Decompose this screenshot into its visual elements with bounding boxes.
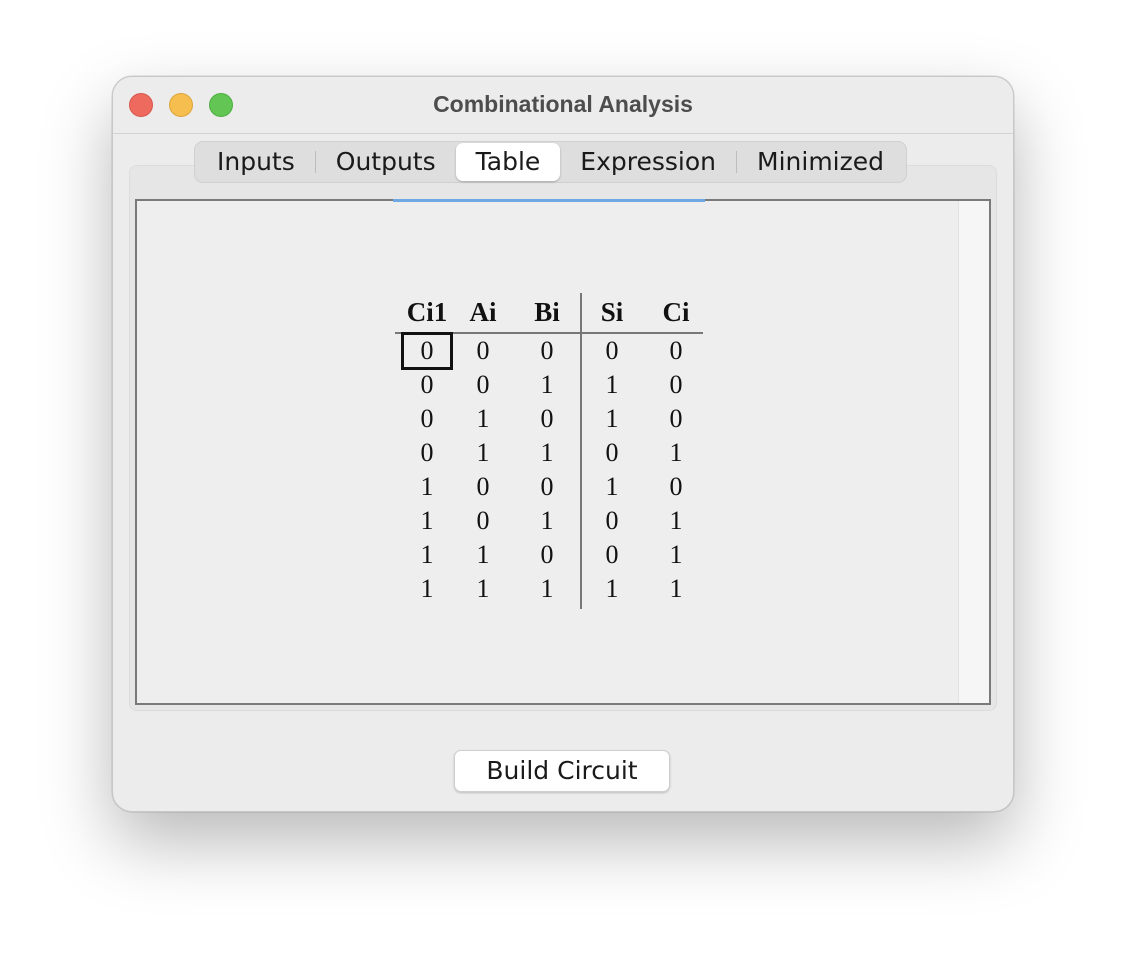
- vertical-scrollbar[interactable]: [958, 201, 989, 703]
- input-cell-ai: 1: [476, 540, 490, 569]
- minimize-window-button[interactable]: [169, 93, 193, 117]
- input-cell-ci1: 1: [420, 574, 434, 603]
- input-cell-ai: 0: [476, 506, 490, 535]
- output-cell-ci[interactable]: 0: [669, 472, 683, 501]
- input-cell-bi: 0: [540, 404, 554, 433]
- output-cell-si[interactable]: 0: [605, 438, 619, 467]
- tab-expression[interactable]: Expression: [580, 147, 717, 176]
- header-input-ci1[interactable]: Ci1: [406, 297, 448, 327]
- tab-bar: Inputs Outputs Table Expression Minimize…: [194, 141, 907, 183]
- tab-separator: [314, 151, 316, 173]
- build-circuit-button[interactable]: Build Circuit: [454, 750, 670, 792]
- input-cell-bi: 1: [540, 506, 554, 535]
- input-cell-ci1: 0: [420, 370, 434, 399]
- output-cell-si[interactable]: 1: [605, 370, 619, 399]
- header-output-si[interactable]: Si: [600, 297, 624, 327]
- input-cell-ai: 0: [476, 370, 490, 399]
- output-cell-ci[interactable]: 1: [669, 438, 683, 467]
- output-cell-ci[interactable]: 0: [669, 336, 683, 365]
- tab-inputs[interactable]: Inputs: [217, 147, 295, 176]
- header-output-ci[interactable]: Ci: [662, 297, 690, 327]
- input-cell-bi: 1: [540, 370, 554, 399]
- output-cell-si[interactable]: 0: [605, 540, 619, 569]
- input-cell-bi: 0: [540, 336, 554, 365]
- output-cell-si[interactable]: 1: [605, 472, 619, 501]
- input-cell-ci1: 1: [420, 472, 434, 501]
- input-cell-ci1: 0: [401, 332, 453, 370]
- input-cell-ci1: 0: [420, 438, 434, 467]
- focus-indicator: [393, 199, 705, 202]
- tab-outputs[interactable]: Outputs: [335, 147, 436, 176]
- output-cell-si[interactable]: 0: [605, 506, 619, 535]
- input-cell-bi: 1: [540, 574, 554, 603]
- input-cell-ai: 1: [476, 438, 490, 467]
- input-cell-ai: 1: [476, 404, 490, 433]
- header-input-bi[interactable]: Bi: [534, 297, 560, 327]
- output-cell-ci[interactable]: 1: [669, 574, 683, 603]
- output-cell-ci[interactable]: 1: [669, 540, 683, 569]
- input-cell-ci1: 1: [420, 540, 434, 569]
- input-cell-ai: 0: [476, 472, 490, 501]
- tab-separator: [736, 151, 738, 173]
- output-cell-ci[interactable]: 0: [669, 370, 683, 399]
- header-underline: [395, 332, 703, 334]
- output-cell-si[interactable]: 1: [605, 404, 619, 433]
- input-cell-bi: 0: [540, 540, 554, 569]
- combinational-analysis-window: Combinational Analysis Inputs Outputs Ta…: [112, 76, 1014, 812]
- input-cell-ci1: 0: [420, 404, 434, 433]
- input-cell-bi: 0: [540, 472, 554, 501]
- output-cell-ci[interactable]: 1: [669, 506, 683, 535]
- title-bar: Combinational Analysis: [113, 77, 1013, 134]
- window-title: Combinational Analysis: [433, 91, 693, 117]
- output-cell-si[interactable]: 1: [605, 574, 619, 603]
- input-output-divider: [580, 293, 582, 609]
- input-cell-ci1: 1: [420, 506, 434, 535]
- input-cell-bi: 1: [540, 438, 554, 467]
- header-input-ai[interactable]: Ai: [469, 297, 497, 327]
- tab-minimized[interactable]: Minimized: [757, 147, 884, 176]
- input-cell-ai: 1: [476, 574, 490, 603]
- close-window-button[interactable]: [129, 93, 153, 117]
- output-cell-si[interactable]: 0: [605, 336, 619, 365]
- input-cell-ai: 0: [476, 336, 490, 365]
- tab-table[interactable]: Table: [455, 143, 561, 181]
- output-cell-ci[interactable]: 0: [669, 404, 683, 433]
- maximize-window-button[interactable]: [209, 93, 233, 117]
